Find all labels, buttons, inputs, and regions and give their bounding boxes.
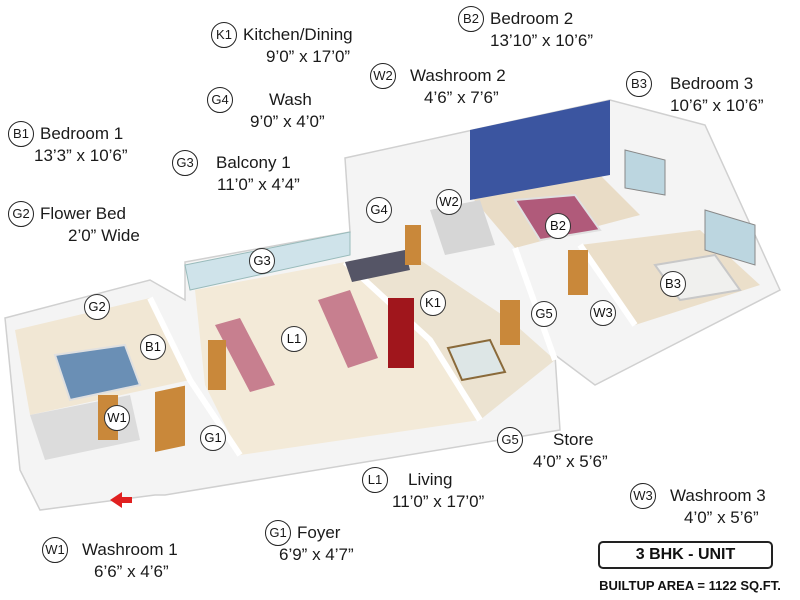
- legend-room-name: Wash: [269, 90, 312, 109]
- legend-code: L1: [362, 467, 388, 493]
- plan-tag: G4: [366, 197, 392, 223]
- sofa-living-1: [215, 318, 275, 392]
- bed-bedroom-1: [53, 343, 142, 402]
- legend-room-name: Bedroom 2: [490, 9, 574, 28]
- legend-room-name: Flower Bed: [40, 204, 126, 223]
- plan-tag: W1: [104, 405, 130, 431]
- door-living: [208, 340, 226, 390]
- legend-dimensions: 6’9” x 4’7”: [279, 545, 354, 564]
- plan-tag: G5: [531, 301, 557, 327]
- plan-tag: W2: [436, 189, 462, 215]
- legend-room-name: Washroom 2: [410, 66, 506, 85]
- plan-tag: W3: [590, 300, 616, 326]
- legend-washroom-2: W2 Washroom 2 4’6” x 7’6”: [370, 63, 506, 108]
- legend-wash: G4 Wash 9’0” x 4’0”: [207, 87, 325, 132]
- unit-type-label: 3 BHK - UNIT: [598, 541, 773, 569]
- legend-room-name: Foyer: [297, 523, 341, 542]
- plan-tag: G1: [200, 425, 226, 451]
- plan-tag: K1: [420, 290, 446, 316]
- legend-code: W3: [630, 483, 656, 509]
- plan-tag: B3: [660, 271, 686, 297]
- plan-tag: B2: [545, 213, 571, 239]
- legend-code: W2: [370, 63, 396, 89]
- legend-room-name: Washroom 3: [670, 486, 766, 505]
- legend-dimensions: 4’6” x 7’6”: [424, 88, 499, 107]
- legend-dimensions: 11’0” x 4’4”: [217, 175, 300, 194]
- legend-balcony-1: G3 Balcony 1 11’0” x 4’4”: [172, 150, 300, 195]
- legend-bedroom-1: B1 Bedroom 1 13’3” x 10’6”: [8, 121, 128, 166]
- floor-living: [195, 262, 480, 455]
- legend-room-name: Bedroom 1: [40, 124, 124, 143]
- legend-code: G1: [265, 520, 291, 546]
- legend-code: B3: [626, 71, 652, 97]
- sofa-living-2: [318, 290, 378, 368]
- legend-bedroom-3: B3 Bedroom 3 10’6” x 10’6”: [626, 71, 764, 116]
- legend-washroom-3: W3 Washroom 3 4’0” x 5’6”: [630, 483, 766, 528]
- legend-code: G5: [497, 427, 523, 453]
- door-washroom-2: [405, 225, 421, 265]
- legend-code: B2: [458, 6, 484, 32]
- legend-code: W1: [42, 537, 68, 563]
- legend-dimensions: 4’0” x 5’6”: [684, 508, 759, 527]
- legend-room-name: Kitchen/Dining: [243, 25, 353, 44]
- plan-tag: G2: [84, 294, 110, 320]
- door-store: [500, 300, 520, 345]
- bedroom-2-window: [624, 149, 666, 196]
- legend-code: G2: [8, 201, 34, 227]
- legend-dimensions: 6’6” x 4’6”: [94, 562, 169, 581]
- bedroom-3-window: [704, 209, 756, 266]
- legend-store: G5 Store 4’0” x 5’6”: [497, 427, 608, 472]
- builtup-area-label: BUILTUP AREA = 1122 SQ.FT.: [599, 578, 781, 593]
- legend-flower-bed: G2 Flower Bed 2’0” Wide: [8, 201, 140, 246]
- legend-room-name: Balcony 1: [216, 153, 291, 172]
- legend-living: L1 Living 11’0” x 17’0”: [362, 467, 484, 512]
- entry-arrow-icon: [110, 492, 132, 508]
- legend-dimensions: 9’0” x 4’0”: [250, 112, 325, 131]
- plan-tag: B1: [140, 334, 166, 360]
- legend-code: G4: [207, 87, 233, 113]
- legend-dimensions: 13’10” x 10’6”: [490, 31, 594, 50]
- legend-code: B1: [8, 121, 34, 147]
- legend-dimensions: 4’0” x 5’6”: [533, 452, 608, 471]
- door-bedroom-2: [568, 250, 588, 295]
- legend-kitchen-dining: K1 Kitchen/Dining 9’0” x 17’0”: [211, 22, 353, 67]
- plan-tag: L1: [281, 326, 307, 352]
- refrigerator: [388, 298, 414, 368]
- legend-room-name: Living: [408, 470, 453, 489]
- floor-kitchen-dining: [345, 250, 555, 420]
- legend-washroom-1: W1 Washroom 1 6’6” x 4’6”: [42, 537, 178, 582]
- legend-dimensions: 13’3” x 10’6”: [34, 146, 128, 165]
- legend-dimensions: 11’0” x 17’0”: [392, 492, 485, 511]
- legend-room-name: Washroom 1: [82, 540, 178, 559]
- legend-dimensions: 10’6” x 10’6”: [670, 96, 764, 115]
- legend-bedroom-2: B2 Bedroom 2 13’10” x 10’6”: [458, 6, 593, 51]
- legend-dimensions: 2’0” Wide: [68, 226, 140, 245]
- legend-dimensions: 9’0” x 17’0”: [266, 47, 351, 66]
- legend-code: G3: [172, 150, 198, 176]
- plan-tag: G3: [249, 248, 275, 274]
- interior-walls-2: [342, 259, 483, 422]
- bedroom-2-accent-wall: [470, 100, 610, 200]
- door-entry: [155, 385, 185, 453]
- interior-walls-4: [577, 243, 638, 327]
- legend-room-name: Store: [553, 430, 594, 449]
- legend-room-name: Bedroom 3: [670, 74, 754, 93]
- legend-foyer: G1 Foyer 6’9” x 4’7”: [265, 520, 354, 565]
- kitchen-counter: [345, 250, 410, 282]
- dining-table: [446, 338, 507, 382]
- legend-code: K1: [211, 22, 237, 48]
